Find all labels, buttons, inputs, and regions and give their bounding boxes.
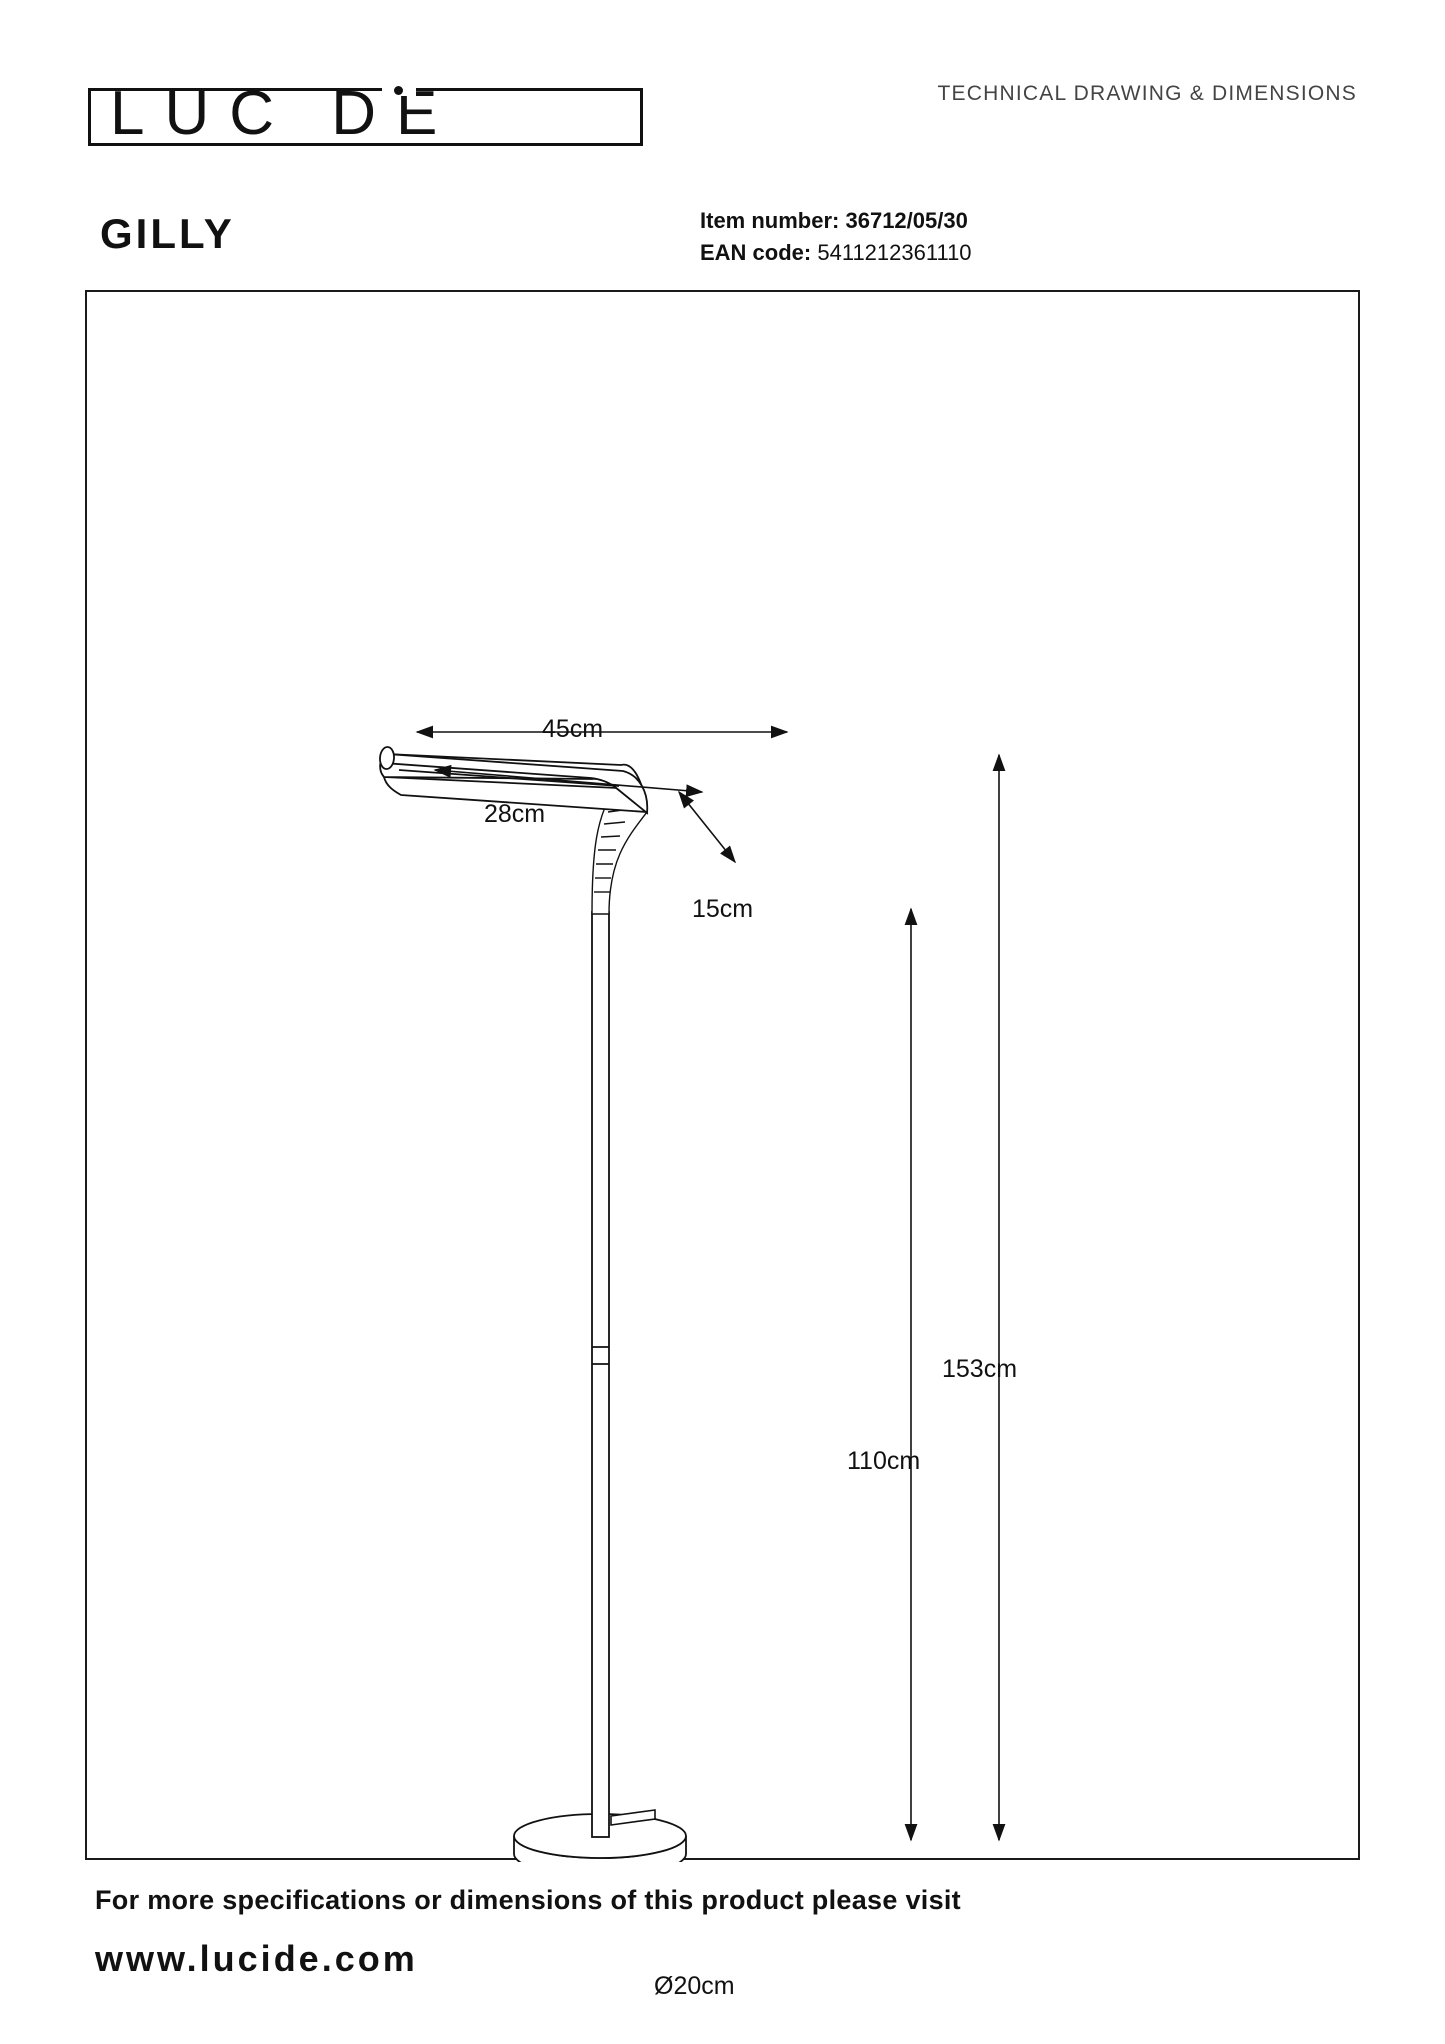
ean-line: EAN code: 5411212361110 (700, 237, 972, 269)
dim-line-28 (433, 764, 704, 798)
dim-label-15: 15cm (692, 895, 754, 923)
item-number-line: Item number: 36712/05/30 (700, 205, 972, 237)
dim-label-28: 28cm (484, 800, 546, 828)
header-caption: TECHNICAL DRAWING & DIMENSIONS (937, 82, 1357, 105)
ean-value: 5411212361110 (817, 240, 972, 265)
drawing-frame: 45cm 28cm 15cm 153cm 110cm Ø20cm (85, 290, 1360, 2000)
dim-label-base-diameter: Ø20cm (654, 1972, 735, 2000)
page-title: GILLY (100, 210, 235, 257)
footer-line-1: For more specifications or dimensions of… (95, 1885, 961, 1915)
dim-line-15 (678, 790, 736, 864)
ean-label: EAN code (700, 240, 804, 265)
ean-separator: : (803, 240, 812, 265)
logo-i-dot-icon (394, 86, 403, 95)
logo-frame (88, 88, 643, 146)
footer-website[interactable]: www.lucide.com (95, 1938, 418, 1979)
foot-switch (610, 1809, 656, 1826)
dim-label-45: 45cm (542, 715, 604, 743)
item-number-value: 36712/05/30 (845, 208, 968, 233)
dim-label-110: 110cm (847, 1447, 921, 1475)
item-number-label: Item number: (700, 208, 840, 233)
dim-label-153: 153cm (942, 1355, 1018, 1383)
lamp-pole (591, 911, 610, 1838)
product-codes: Item number: 36712/05/30 EAN code: 54112… (700, 205, 972, 269)
technical-drawing (379, 725, 1006, 1862)
